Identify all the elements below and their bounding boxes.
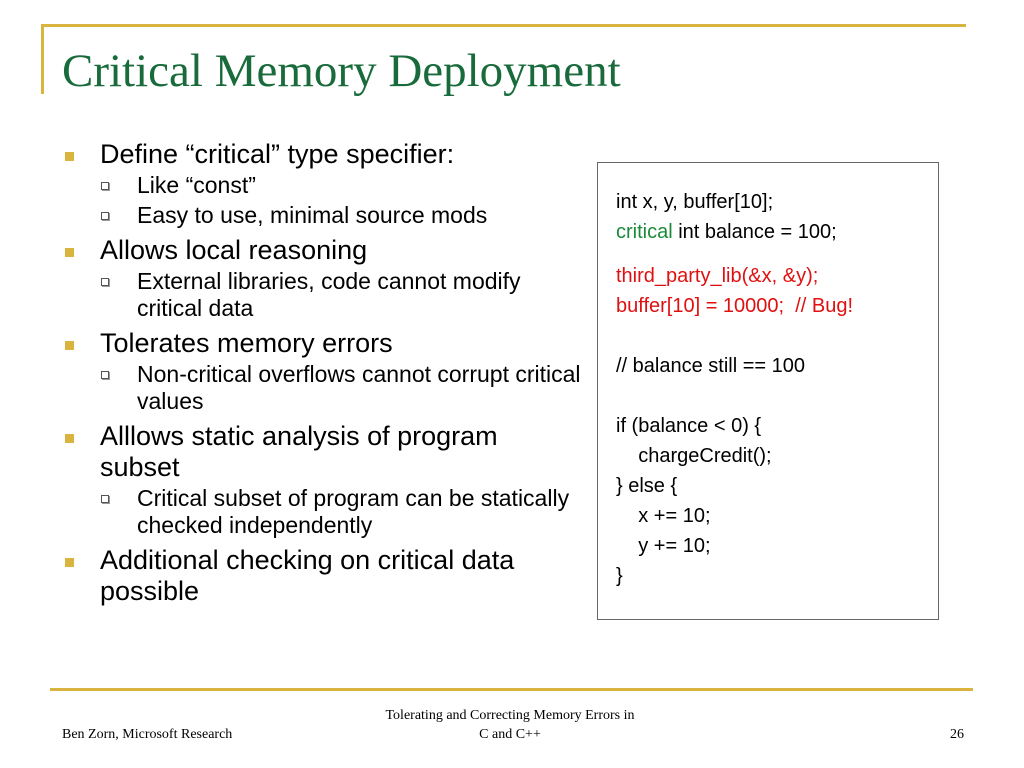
sub-bullet-text: Non-critical overflows cannot corrupt cr… [137, 361, 581, 414]
code-line: third_party_lib(&x, &y); [616, 265, 819, 287]
sub-bullet-item: Non-critical overflows cannot corrupt cr… [100, 361, 582, 415]
sub-bullet-text: External libraries, code cannot modify c… [137, 268, 521, 321]
slide-title: Critical Memory Deployment [62, 45, 621, 97]
code-listing: int x, y, buffer[10]; critical int balan… [616, 187, 853, 591]
sub-bullet-list: Critical subset of program can be static… [100, 485, 582, 539]
sub-bullet-text: Critical subset of program can be static… [137, 485, 570, 538]
square-bullet-icon [65, 248, 74, 257]
code-line: critical int balance = 100; [616, 217, 853, 247]
square-bullet-icon [65, 341, 74, 350]
sub-bullet-list: External libraries, code cannot modify c… [100, 268, 582, 322]
bullet-text: Alllows static analysis of program subse… [100, 421, 498, 482]
bullet-item: Allows local reasoning External librarie… [62, 235, 582, 322]
code-line: y += 10; [616, 535, 711, 557]
bullet-item: Define “critical” type specifier: Like “… [62, 139, 582, 229]
footer-talk-title-line2: C and C++ [479, 727, 541, 742]
sub-bullet-item: Like “const” [100, 172, 582, 199]
code-spacer [616, 381, 853, 411]
footer-divider [50, 688, 973, 691]
footer-talk-title-line1: Tolerating and Correcting Memory Errors … [385, 708, 635, 723]
accent-top-line [41, 24, 966, 27]
hollow-square-bullet-icon [101, 278, 109, 286]
sub-bullet-text: Easy to use, minimal source mods [137, 202, 488, 228]
code-spacer [616, 321, 853, 351]
code-line: } else { [616, 475, 678, 497]
code-example-box: int x, y, buffer[10]; critical int balan… [597, 162, 939, 620]
code-line: int x, y, buffer[10]; [616, 191, 774, 213]
sub-bullet-list: Non-critical overflows cannot corrupt cr… [100, 361, 582, 415]
sub-bullet-text: Like “const” [137, 172, 256, 198]
square-bullet-icon [65, 152, 74, 161]
hollow-square-bullet-icon [101, 212, 109, 220]
bullet-text: Additional checking on critical data pos… [100, 545, 515, 606]
code-line-rest: int balance = 100; [672, 221, 837, 243]
bullet-item: Alllows static analysis of program subse… [62, 421, 582, 539]
code-line: // balance still == 100 [616, 355, 806, 377]
square-bullet-icon [65, 434, 74, 443]
code-spacer [616, 247, 853, 261]
sub-bullet-item: Easy to use, minimal source mods [100, 202, 582, 229]
code-line: if (balance < 0) { [616, 415, 762, 437]
sub-bullet-list: Like “const” Easy to use, minimal source… [100, 172, 582, 229]
code-line: chargeCredit(); [616, 445, 772, 467]
bullet-text: Define “critical” type specifier: [100, 139, 455, 169]
footer-talk-title: Tolerating and Correcting Memory Errors … [360, 706, 660, 744]
code-line: } [616, 565, 623, 587]
square-bullet-icon [65, 558, 74, 567]
sub-bullet-item: External libraries, code cannot modify c… [100, 268, 582, 322]
bullet-list: Define “critical” type specifier: Like “… [62, 139, 582, 613]
sub-bullet-item: Critical subset of program can be static… [100, 485, 582, 539]
bullet-text: Tolerates memory errors [100, 328, 393, 358]
hollow-square-bullet-icon [101, 371, 109, 379]
page-number: 26 [950, 727, 964, 742]
hollow-square-bullet-icon [101, 495, 109, 503]
bullet-item: Tolerates memory errors Non-critical ove… [62, 328, 582, 415]
code-line: buffer[10] = 10000; // Bug! [616, 295, 854, 317]
bullet-text: Allows local reasoning [100, 235, 368, 265]
accent-vertical-line [41, 24, 44, 94]
bullet-item: Additional checking on critical data pos… [62, 545, 582, 607]
footer-author: Ben Zorn, Microsoft Research [62, 727, 233, 742]
code-line: x += 10; [616, 505, 711, 527]
critical-keyword: critical [616, 221, 673, 243]
hollow-square-bullet-icon [101, 182, 109, 190]
